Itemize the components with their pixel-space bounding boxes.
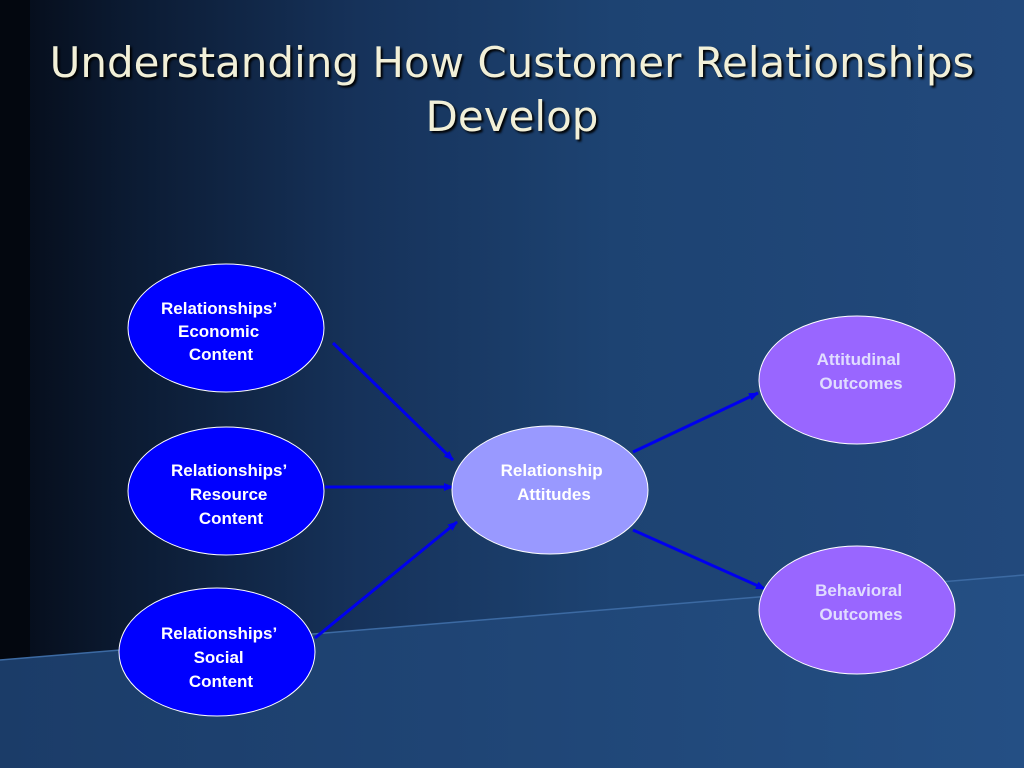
- node-economic-shape: [127, 263, 325, 393]
- node-social-line-1: Relationships’: [161, 624, 276, 643]
- slide-title: Understanding How Customer Relationships…: [0, 36, 1024, 144]
- node-economic-line-3: Content: [189, 345, 254, 364]
- node-attitudes-label: Relationship Attitudes: [501, 461, 608, 504]
- node-behavioral-label: Behavioral Outcomes: [815, 581, 907, 624]
- slide-title-line-1: Understanding How Customer Relationships: [49, 38, 975, 87]
- diagram-edges: [314, 341, 766, 640]
- node-social-line-3: Content: [189, 672, 254, 691]
- node-attitudes-line-2: Attitudes: [517, 485, 591, 504]
- node-resource-line-3: Content: [199, 509, 264, 528]
- node-attitudinal-line-1: Attitudinal: [817, 350, 901, 369]
- node-behavioral-line-2: Outcomes: [819, 605, 902, 624]
- node-attitudinal-outcomes: Attitudinal Outcomes: [758, 315, 956, 445]
- node-economic-content: Relationships’ Economic Content: [127, 263, 325, 393]
- node-behavioral-line-1: Behavioral: [815, 581, 902, 600]
- slide-title-line-2: Develop: [425, 92, 599, 141]
- node-resource-label: Relationships’ Resource Content: [171, 461, 291, 528]
- node-economic-label: Relationships’ Economic Content: [161, 299, 281, 364]
- node-resource-shape: [127, 426, 325, 556]
- arrow-attitudes-to-attitudinal: [632, 391, 759, 454]
- node-behavioral-shape: [758, 545, 956, 675]
- node-relationship-attitudes: Relationship Attitudes: [451, 425, 649, 555]
- node-attitudinal-line-2: Outcomes: [819, 374, 902, 393]
- node-social-line-2: Social: [194, 648, 244, 667]
- node-resource-line-1: Relationships’: [171, 461, 286, 480]
- node-behavioral-outcomes: Behavioral Outcomes: [758, 545, 956, 675]
- arrow-economic-to-attitudes: [331, 341, 455, 462]
- node-resource-content: Relationships’ Resource Content: [127, 426, 325, 556]
- left-dark-band: [0, 0, 30, 768]
- node-economic-line-1: Relationships’: [161, 299, 276, 318]
- arrow-attitudes-to-behavioral: [632, 528, 766, 591]
- node-social-shape: [118, 587, 316, 717]
- node-attitudes-shape: [451, 425, 649, 555]
- node-social-label: Relationships’ Social Content: [161, 624, 281, 691]
- node-resource-line-2: Resource: [190, 485, 267, 504]
- arrow-social-to-attitudes: [314, 520, 458, 640]
- node-attitudes-line-1: Relationship: [501, 461, 603, 480]
- node-social-content: Relationships’ Social Content: [118, 587, 316, 717]
- node-attitudinal-label: Attitudinal Outcomes: [817, 350, 906, 393]
- node-attitudinal-shape: [758, 315, 956, 445]
- node-economic-line-2: Economic: [178, 322, 259, 341]
